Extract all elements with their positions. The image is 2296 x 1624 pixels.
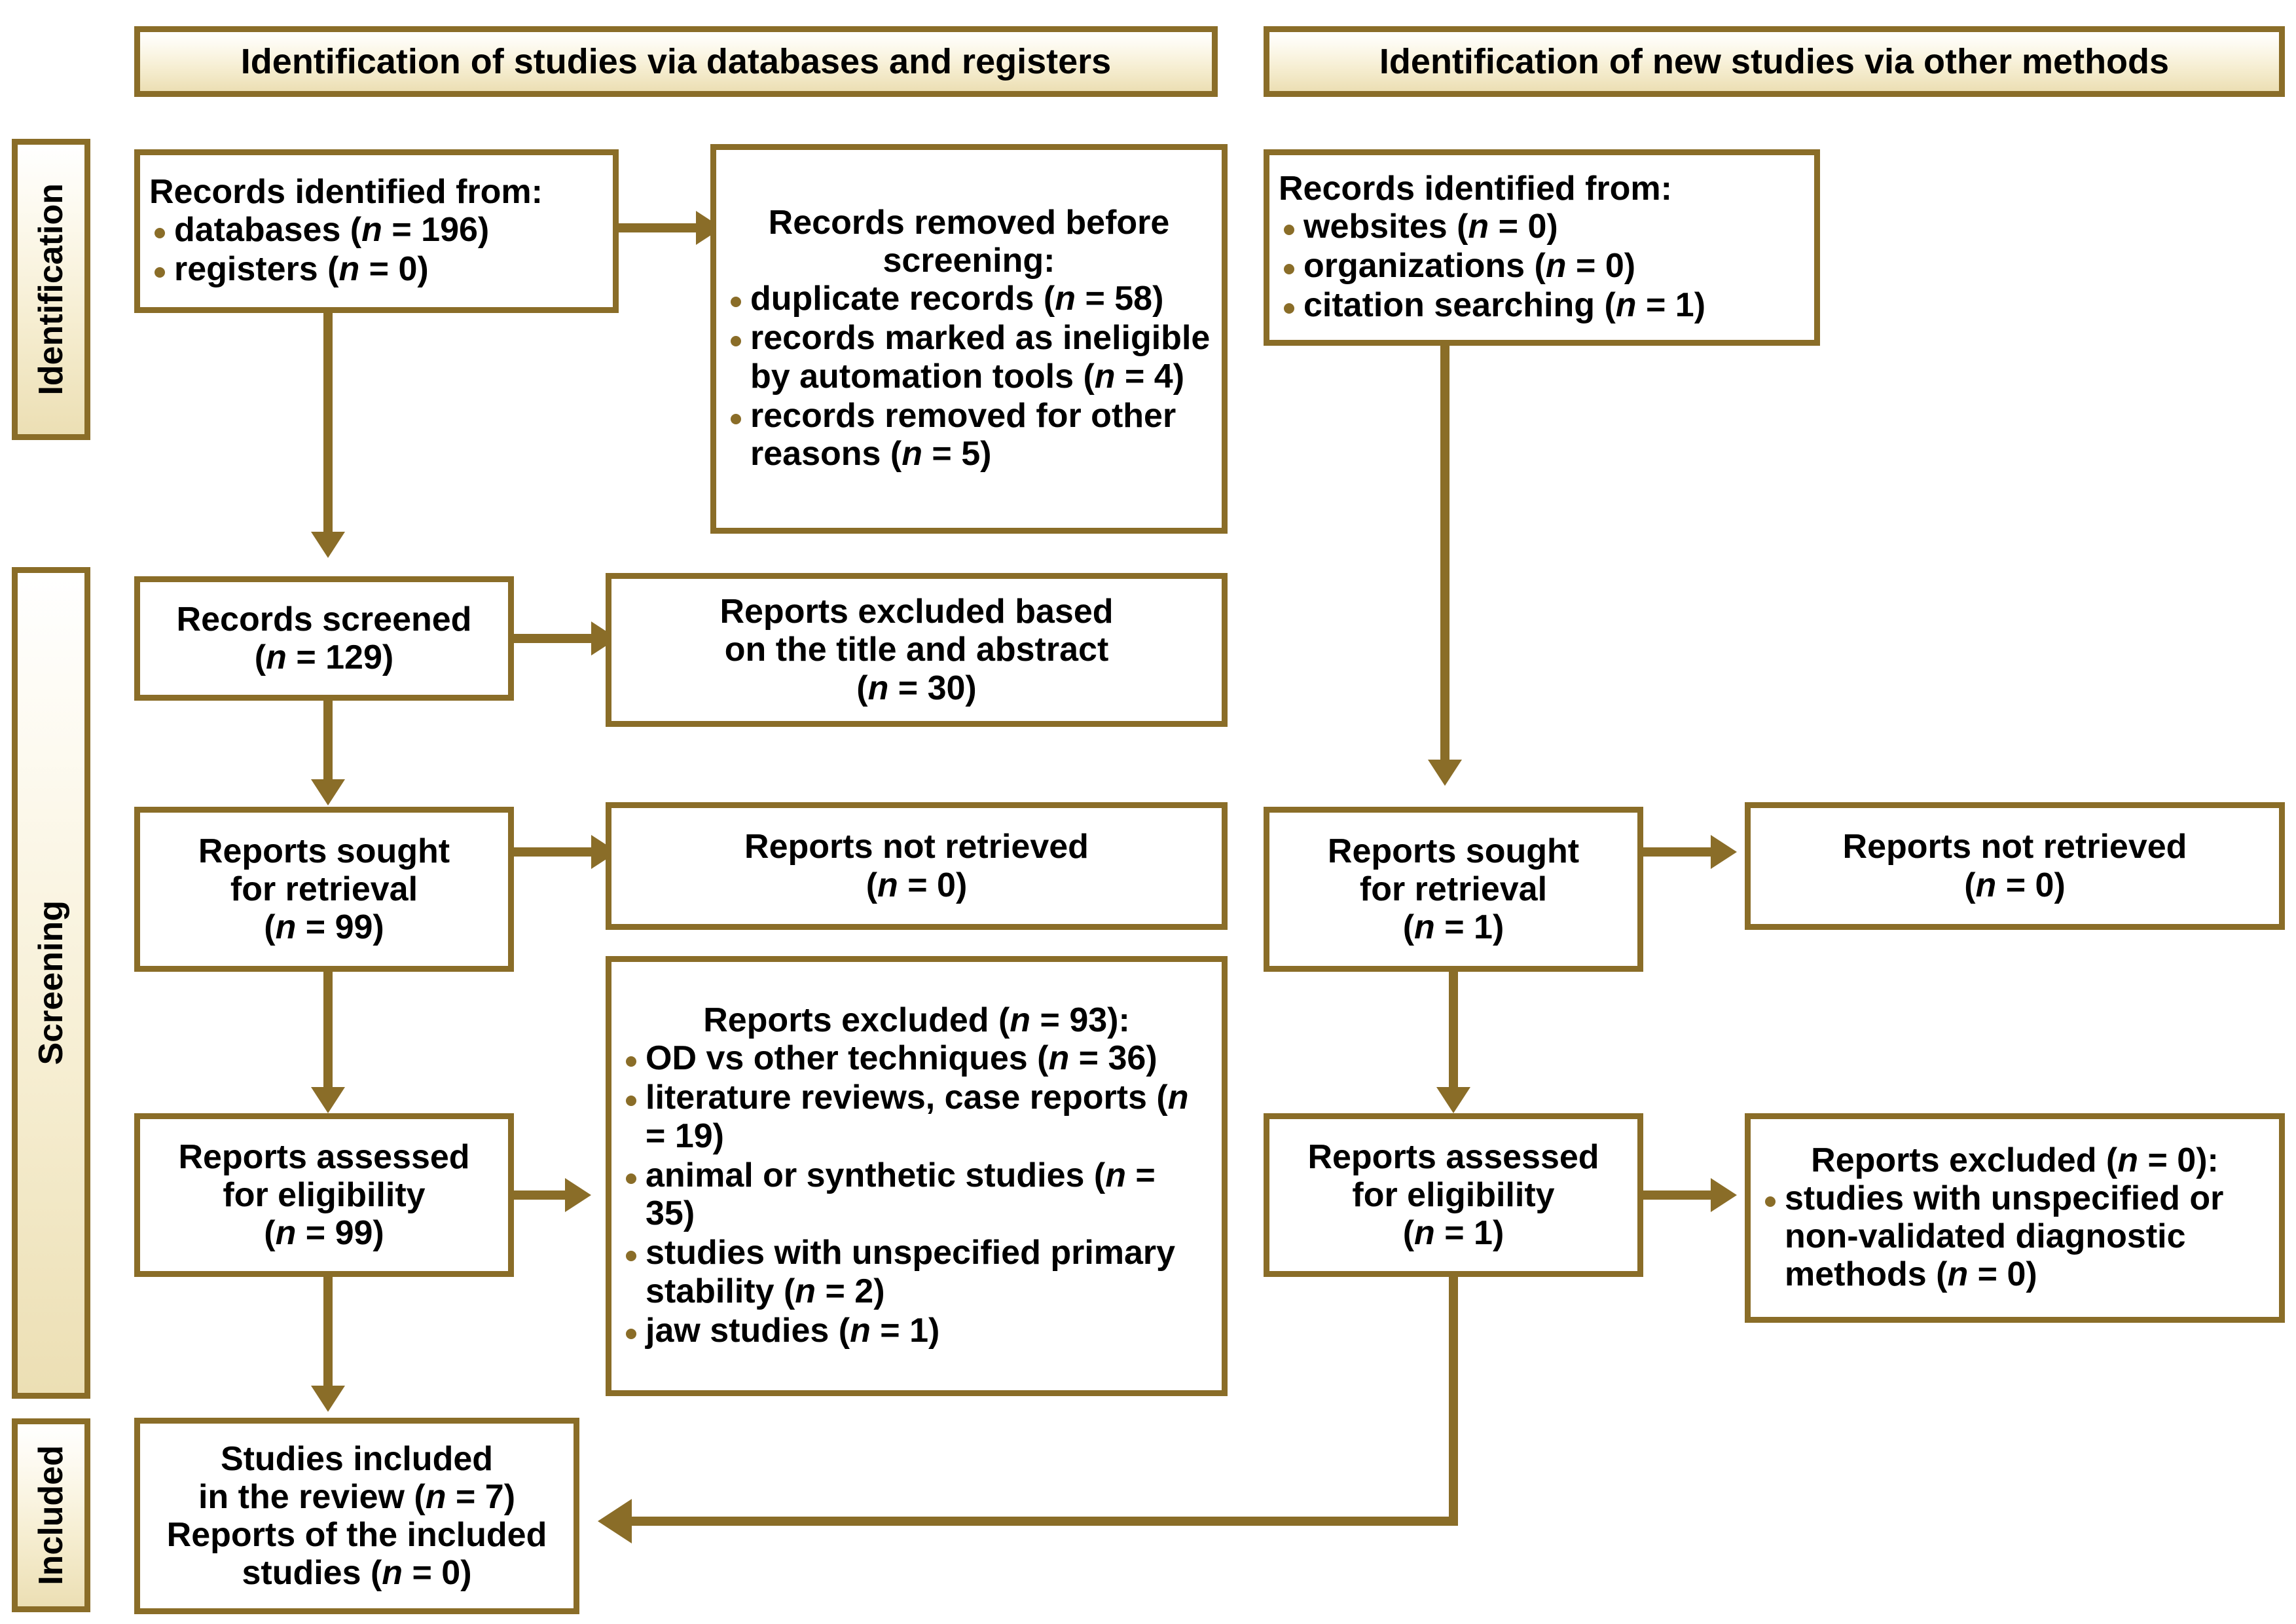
line: (n = 0) (1964, 866, 2066, 904)
line: on the title and abstract (724, 631, 1109, 669)
arrowhead-other-assessed-to-excluded (1711, 1178, 1737, 1212)
bullet-list: OD vs other techniques (n = 36) literatu… (621, 1039, 1212, 1351)
box-title: Records removed before screening: (768, 203, 1170, 280)
line: for eligibility (1352, 1175, 1555, 1214)
connector-other-assessed-to-included-vertical (1449, 1277, 1458, 1526)
box-title: Records identified from: (149, 172, 543, 211)
line: Reports assessed (178, 1137, 470, 1176)
line: studies (n = 0) (242, 1554, 472, 1593)
line: (n = 1) (1402, 908, 1504, 947)
arrowhead-assessed-to-excluded (565, 1178, 591, 1212)
connector-other-assessed-to-included-horizontal (632, 1517, 1458, 1526)
arrowhead-other-sought-to-assessed (1436, 1087, 1470, 1113)
connector-screened-to-sought (323, 701, 333, 786)
arrowhead-other-sought-to-not-retrieved (1711, 835, 1737, 869)
header-label-other-methods: Identification of new studies via other … (1379, 42, 2170, 81)
line: Reports sought (198, 832, 450, 870)
line: (n = 0) (866, 866, 968, 904)
connector-other-sought-to-not-retrieved (1643, 847, 1719, 857)
connector-other-identified-to-sought (1440, 346, 1449, 765)
line: (n = 30) (856, 669, 977, 707)
phase-label-identification: Identification (32, 183, 70, 396)
line: (n = 99) (264, 908, 384, 947)
line: Reports sought (1327, 832, 1580, 870)
line: (n = 1) (1402, 1214, 1504, 1253)
line: Records screened (176, 600, 472, 638)
list-item: records marked as ineligible by automati… (725, 319, 1212, 396)
bullet-list: duplicate records (n = 58) records marke… (725, 280, 1212, 474)
list-item: studies with unspecified or non-validate… (1760, 1179, 2270, 1294)
line: for retrieval (230, 870, 418, 908)
box-reports-sought-other: Reports sought for retrieval (n = 1) (1264, 807, 1643, 972)
list-item: databases (n = 196) (149, 211, 604, 249)
line: Reports not retrieved (1842, 828, 2187, 866)
box-reports-sought-databases: Reports sought for retrieval (n = 99) (134, 807, 514, 972)
arrowhead-identified-to-screened (311, 532, 345, 558)
box-reports-excluded-title-abstract: Reports excluded based on the title and … (606, 573, 1228, 727)
list-item: registers (n = 0) (149, 250, 604, 288)
list-item: duplicate records (n = 58) (725, 280, 1212, 318)
phase-label-included: Included (32, 1445, 70, 1585)
bullet-list: websites (n = 0) organizations (n = 0) c… (1279, 208, 1805, 326)
list-item: citation searching (n = 1) (1279, 286, 1805, 324)
arrowhead-other-assessed-to-included (598, 1499, 632, 1543)
box-studies-included: Studies included in the review (n = 7) R… (134, 1418, 579, 1614)
connector-assessed-to-excluded (514, 1190, 573, 1200)
connector-identified-to-removed (619, 223, 704, 232)
list-item: jaw studies (n = 1) (621, 1312, 1212, 1350)
connector-screened-to-excluded-ta (514, 634, 599, 643)
list-item: organizations (n = 0) (1279, 247, 1805, 285)
bullet-list: databases (n = 196) registers (n = 0) (149, 211, 604, 289)
box-reports-excluded-other: Reports excluded (n = 0): studies with u… (1745, 1113, 2285, 1323)
line: for retrieval (1359, 870, 1548, 908)
box-title: Reports excluded (n = 0): (1811, 1141, 2219, 1179)
box-records-removed: Records removed before screening: duplic… (710, 144, 1228, 534)
connector-identified-to-screened (323, 313, 333, 536)
list-item: literature reviews, case reports (n = 19… (621, 1079, 1212, 1155)
line: Studies included (220, 1439, 494, 1478)
box-title: Reports excluded (n = 93): (703, 1001, 1130, 1039)
phase-label-screening: Screening (32, 900, 70, 1065)
bullet-list: studies with unspecified or non-validate… (1760, 1179, 2270, 1295)
arrowhead-sought-to-assessed (311, 1087, 345, 1113)
connector-other-sought-to-assessed (1449, 972, 1458, 1093)
connector-other-assessed-to-excluded (1643, 1190, 1719, 1200)
line: Reports of the included (166, 1516, 547, 1554)
phase-bar-identification: Identification (12, 139, 90, 440)
line: in the review (n = 7) (198, 1477, 516, 1516)
box-reports-assessed-other: Reports assessed for eligibility (n = 1) (1264, 1113, 1643, 1277)
box-reports-excluded-databases: Reports excluded (n = 93): OD vs other t… (606, 956, 1228, 1396)
list-item: animal or synthetic studies (n = 35) (621, 1156, 1212, 1232)
box-title: Records identified from: (1279, 169, 1672, 208)
line: (n = 129) (254, 638, 394, 676)
line: Reports excluded based (720, 593, 1114, 631)
box-records-screened: Records screened (n = 129) (134, 576, 514, 701)
list-item: studies with unspecified primary stabili… (621, 1234, 1212, 1310)
connector-sought-to-assessed (323, 972, 333, 1093)
box-records-identified-databases: Records identified from: databases (n = … (134, 149, 619, 313)
list-item: records removed for other reasons (n = 5… (725, 397, 1212, 473)
line: Reports not retrieved (744, 828, 1089, 866)
header-bar-other-methods: Identification of new studies via other … (1264, 26, 2285, 97)
box-reports-not-retrieved-other: Reports not retrieved (n = 0) (1745, 802, 2285, 930)
line: (n = 99) (264, 1214, 384, 1253)
line: for eligibility (223, 1175, 426, 1214)
list-item: OD vs other techniques (n = 36) (621, 1039, 1212, 1077)
arrowhead-assessed-to-included (311, 1386, 345, 1412)
box-reports-assessed-databases: Reports assessed for eligibility (n = 99… (134, 1113, 514, 1277)
header-bar-databases: Identification of studies via databases … (134, 26, 1218, 97)
list-item: websites (n = 0) (1279, 208, 1805, 246)
connector-sought-to-not-retrieved (514, 847, 599, 857)
line: Reports assessed (1307, 1137, 1599, 1176)
connector-assessed-to-included (323, 1277, 333, 1392)
header-label-databases: Identification of studies via databases … (240, 42, 1112, 81)
phase-bar-included: Included (12, 1418, 90, 1612)
phase-bar-screening: Screening (12, 567, 90, 1399)
box-records-identified-other: Records identified from: websites (n = 0… (1264, 149, 1820, 346)
arrowhead-other-identified-to-sought (1428, 760, 1462, 786)
box-reports-not-retrieved-databases: Reports not retrieved (n = 0) (606, 802, 1228, 930)
arrowhead-screened-to-sought (311, 779, 345, 805)
